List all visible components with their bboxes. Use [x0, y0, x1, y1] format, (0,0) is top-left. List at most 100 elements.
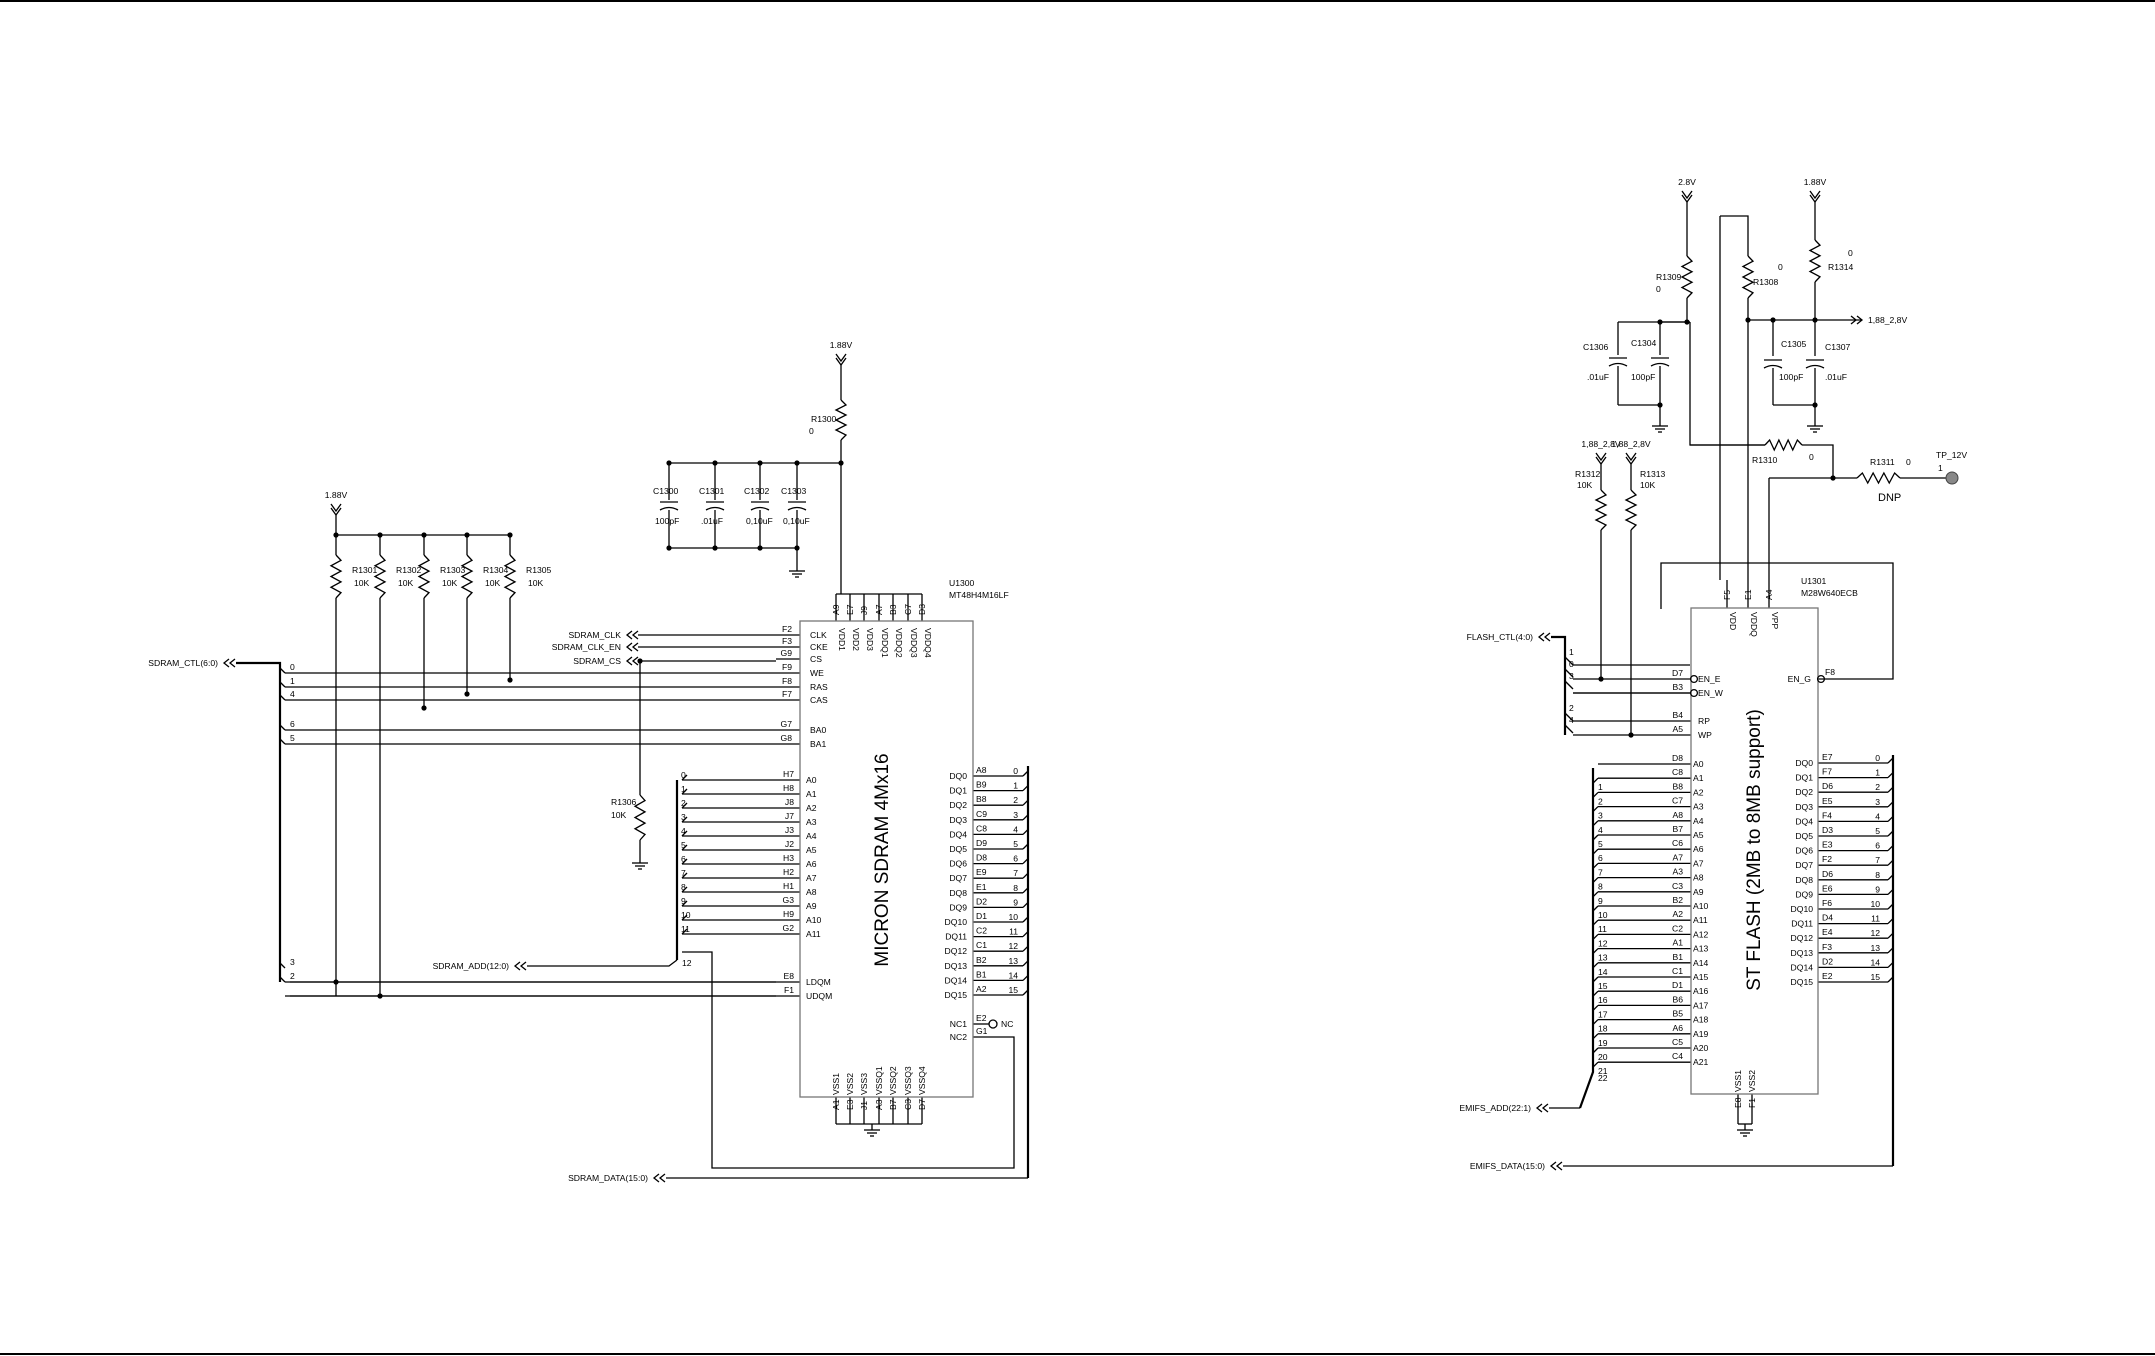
resistor-body — [460, 554, 474, 599]
sdram-pin-name: DQ6 — [949, 859, 967, 869]
flash-pin-name: A0 — [1693, 759, 1704, 769]
power-label: 1.88V — [1804, 177, 1827, 187]
sdram-pin-name: CLK — [810, 630, 827, 640]
flash-pin-name: A13 — [1693, 944, 1709, 954]
flash-pin-number: B4 — [1672, 710, 1683, 720]
cap-plate-curved — [659, 506, 679, 511]
wire — [1660, 562, 1894, 680]
sdram-pin-name: NC2 — [950, 1032, 967, 1042]
bus-entry — [681, 816, 688, 823]
sdram-chip-body — [799, 620, 974, 1098]
flash-pin-number: C2 — [1672, 923, 1683, 933]
inversion-bubble — [1816, 674, 1826, 684]
resistor-value: 0 — [1906, 457, 1911, 467]
sdram-ctl-bus-bit: 4 — [290, 689, 295, 699]
sdram-pullup-power-icon: 1.88V — [325, 490, 347, 517]
flash-pin-name: DQ14 — [1791, 962, 1814, 972]
flash-pin-number: A1 — [1672, 938, 1683, 948]
resistor-ref: R1301 — [352, 565, 378, 575]
resistor-body — [417, 554, 431, 599]
flash-pin-name: VSS1 — [1733, 1070, 1743, 1092]
capacitor-ref: C1302 — [744, 486, 770, 496]
sdram-pin-number: D7 — [917, 1099, 927, 1110]
sdram-pin-name: CKE — [810, 642, 828, 652]
test-point-icon[interactable] — [1945, 471, 1959, 485]
sdram-pin-number: J7 — [785, 811, 794, 821]
sdram-pin-number: B3 — [888, 604, 898, 615]
flash-pin-name: A2 — [1693, 787, 1704, 797]
flash-pin-number: A8 — [1672, 810, 1683, 820]
r1300-value: 0 — [809, 426, 814, 436]
junction-dot — [794, 460, 800, 466]
sdram-addr-bus-bit: 1 — [681, 784, 686, 794]
sdram-pin-name: DQ12 — [945, 946, 968, 956]
bus-entry — [279, 694, 286, 701]
sdram-pin-name: DQ1 — [949, 786, 967, 796]
flash-pin-name: VDDQ — [1749, 612, 1759, 637]
sdram-pin-name: VSS1 — [831, 1073, 841, 1095]
flash-pin-number: B7 — [1672, 824, 1683, 834]
sdram-pin-name: VDD3 — [865, 628, 875, 651]
flash-pin-number: C8 — [1672, 767, 1683, 777]
flash-pin-number: A2 — [1672, 909, 1683, 919]
sdram-pin-number: H9 — [783, 909, 794, 919]
resistor-ref: R1302 — [396, 565, 422, 575]
sdram-pin-name: CAS — [810, 695, 828, 705]
sdram-addr-bus-bit: 6 — [681, 854, 686, 864]
resistor-value: 10K — [611, 810, 627, 820]
cap-plate-curved — [1608, 362, 1628, 367]
flash-dq-bus-bit: 13 — [1870, 943, 1880, 953]
flash-pin-number: A3 — [1672, 867, 1683, 877]
flash-pin-number: D7 — [1672, 668, 1683, 678]
flash-dq-bus-bit: 14 — [1870, 957, 1880, 967]
flash-pin-name: DQ5 — [1795, 831, 1813, 841]
r1308-resistor — [1741, 255, 1755, 299]
cap-plate-curved — [787, 506, 807, 511]
capacitor-ref: C1300 — [653, 486, 679, 496]
flash-dq-bus-bit: 5 — [1875, 826, 1880, 836]
sdram-pin-number: E8 — [783, 971, 794, 981]
sdram-pin-number: D8 — [976, 853, 987, 863]
flash-dq-bus-bit: 9 — [1875, 884, 1880, 894]
junction-dot — [666, 545, 672, 551]
sdram-ground-icon — [864, 1124, 880, 1137]
flash-addr-bus-bit: 22 — [1598, 1073, 1608, 1083]
sdram-pin-name: DQ13 — [945, 961, 968, 971]
flash-pin-name: A21 — [1693, 1057, 1709, 1067]
sdram-pin-number: J3 — [785, 825, 794, 835]
net-label: SDRAM_DATA(15:0) — [568, 1173, 648, 1183]
flash-pin-number: F1 — [1747, 1098, 1757, 1108]
flash-pin-number: E4 — [1822, 927, 1833, 937]
power-label: 1,88_2,8V — [1611, 439, 1650, 449]
flash-dq-bus-bit: 12 — [1870, 928, 1880, 938]
sdram-pin-number: A2 — [976, 984, 987, 994]
bus-entry — [279, 976, 286, 983]
sdram-cap-ground-icon — [789, 565, 805, 578]
flash-pin-number: B6 — [1672, 994, 1683, 1004]
wires — [236, 202, 1946, 1179]
capacitor-c1301: C1301.01uF — [699, 486, 725, 526]
resistor-ref: R1310 — [1752, 455, 1778, 465]
flash-pin-name: A1 — [1693, 773, 1704, 783]
flash-pin-number: D6 — [1822, 781, 1833, 791]
flash-pin-number: F3 — [1822, 942, 1832, 952]
sdram-pin-name: A7 — [806, 873, 817, 883]
sdram-addr-bus-bit: 2 — [681, 798, 686, 808]
net-label: EMIFS_ADD(22:1) — [1459, 1103, 1531, 1113]
flash-ref: U1301 — [1801, 576, 1827, 586]
flash-pullup1-power-icon: 1,88_2,8V — [1581, 439, 1621, 466]
sdram-pin-number: E7 — [845, 604, 855, 615]
flash-pin-number: C4 — [1672, 1051, 1683, 1061]
r1309-resistor — [1680, 255, 1694, 299]
bus-entry — [279, 738, 286, 745]
r1300-resistor — [834, 399, 848, 441]
sdram-ctl-bus-bit: 2 — [290, 971, 295, 981]
sdram-pin-name: VSSQ4 — [917, 1066, 927, 1095]
sdram-pin-number: A1 — [831, 1099, 841, 1110]
junction-dot — [464, 532, 470, 538]
capacitor-ref: C1306 — [1583, 342, 1609, 352]
